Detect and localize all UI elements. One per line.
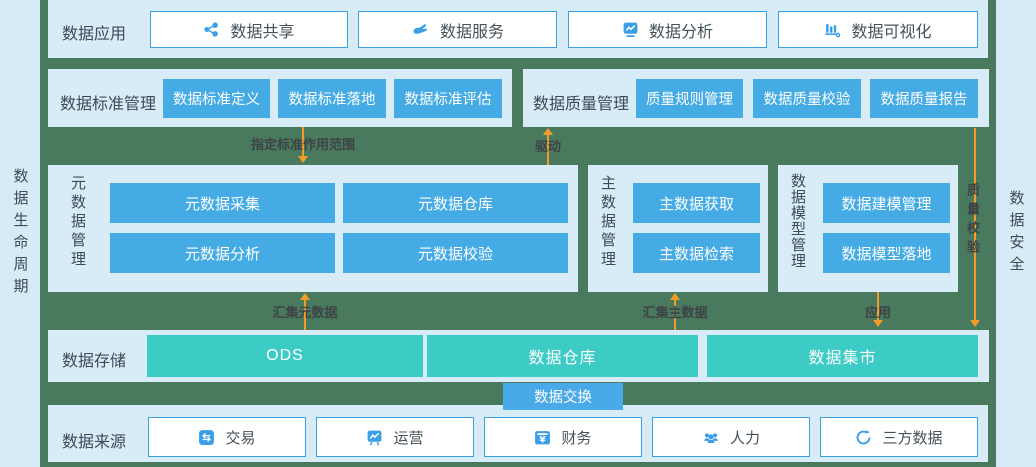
masterdata-management-label: 主数据管理 (599, 175, 616, 270)
datamodel-management-label: 数据模型管理 (789, 173, 806, 269)
finance-source-button[interactable]: ¥ 财务 (484, 417, 642, 457)
collect-masterdata-annotation: 汇集主数据 (642, 305, 708, 320)
collect-metadata-arrow-up (300, 293, 310, 300)
quality-check-line (974, 128, 976, 320)
data-analysis-button[interactable]: 数据分析 (568, 11, 767, 48)
data-service-button[interactable]: 数据服务 (358, 11, 557, 48)
finance-icon: ¥ (534, 429, 551, 446)
transaction-source-button[interactable]: 交易 (148, 417, 306, 457)
bar-chart-icon (824, 21, 841, 38)
data-application-row: 数据应用 数据共享 数据服务 数据分析 数据可视化 (48, 0, 988, 58)
collect-metadata-line (304, 300, 306, 330)
quality-report-button[interactable]: 数据质量报告 (870, 79, 978, 118)
metadata-warehouse-button[interactable]: 元数据仓库 (343, 183, 568, 223)
operations-label: 运营 (393, 429, 424, 447)
quality-rule-button[interactable]: 质量规则管理 (636, 79, 743, 118)
metadata-management-label: 元数据管理 (69, 175, 86, 270)
hr-label: 人力 (729, 429, 760, 447)
drive-line (547, 135, 549, 165)
masterdata-management-panel: 主数据管理 主数据获取 主数据检索 (588, 165, 768, 292)
data-standard-row: 数据标准管理 数据标准定义 数据标准落地 数据标准评估 (48, 69, 512, 127)
quality-check-arrow-down (970, 320, 980, 327)
apply-arrow-down (873, 320, 883, 327)
standard-implement-button[interactable]: 数据标准落地 (278, 79, 386, 118)
collect-masterdata-line (674, 300, 676, 330)
data-visualization-button[interactable]: 数据可视化 (778, 11, 978, 48)
standard-define-button[interactable]: 数据标准定义 (163, 79, 270, 118)
datamodel-build-button[interactable]: 数据建模管理 (823, 183, 950, 223)
data-visualization-label: 数据可视化 (851, 23, 932, 41)
standard-scope-line (302, 127, 304, 157)
data-warehouse-button[interactable]: 数据仓库 (427, 335, 698, 377)
svg-text:¥: ¥ (540, 435, 547, 445)
data-source-label: 数据来源 (62, 434, 127, 451)
data-standard-label: 数据标准管理 (60, 96, 157, 113)
share-icon (203, 21, 220, 38)
data-quality-row: 数据质量管理 质量规则管理 数据质量校验 数据质量报告 (523, 69, 989, 127)
standard-scope-arrow-down (298, 156, 308, 163)
standard-evaluate-button[interactable]: 数据标准评估 (394, 79, 502, 118)
data-analysis-label: 数据分析 (648, 23, 713, 41)
thirdparty-label: 三方数据 (882, 429, 943, 447)
line-chart-icon (622, 21, 639, 38)
data-quality-label: 数据质量管理 (533, 96, 630, 113)
data-security-label: 数据安全 (1007, 189, 1025, 278)
ods-button[interactable]: ODS (147, 335, 423, 377)
data-service-label: 数据服务 (439, 23, 504, 41)
refresh-icon (855, 429, 872, 446)
thirdparty-source-button[interactable]: 三方数据 (820, 417, 978, 457)
transaction-label: 交易 (225, 429, 256, 447)
people-icon (702, 429, 720, 446)
apply-annotation: 应用 (864, 305, 891, 320)
data-storage-label: 数据存储 (62, 353, 127, 370)
drive-arrow-up (543, 128, 553, 135)
quality-check-button[interactable]: 数据质量校验 (753, 79, 861, 118)
data-source-row: 数据来源 交易 运营 ¥ 财务 人力 (48, 405, 988, 462)
quality-check-annotation: 质量校验 (965, 183, 980, 259)
operations-source-button[interactable]: 运营 (316, 417, 474, 457)
collect-masterdata-arrow-up (670, 293, 680, 300)
metadata-verify-button[interactable]: 元数据校验 (343, 233, 568, 273)
drive-annotation: 驱动 (534, 139, 561, 154)
data-storage-row: 数据存储 ODS 数据仓库 数据集市 (48, 330, 989, 382)
collect-metadata-annotation: 汇集元数据 (272, 305, 338, 320)
data-sharing-button[interactable]: 数据共享 (150, 11, 348, 48)
security-strip: 数据安全 (996, 0, 1036, 467)
standard-scope-annotation: 指定标准作用范围 (250, 137, 355, 152)
service-hand-icon (411, 21, 430, 38)
data-application-label: 数据应用 (62, 26, 127, 43)
hr-source-button[interactable]: 人力 (652, 417, 810, 457)
data-exchange-badge: 数据交换 (503, 383, 623, 410)
operations-icon (366, 429, 383, 446)
metadata-analysis-button[interactable]: 元数据分析 (110, 233, 335, 273)
metadata-management-panel: 元数据管理 元数据采集 元数据仓库 元数据分析 元数据校验 (48, 165, 578, 292)
lifecycle-strip: 数据生命周期 (0, 0, 40, 467)
datamodel-implement-button[interactable]: 数据模型落地 (823, 233, 950, 273)
data-mart-button[interactable]: 数据集市 (707, 335, 978, 377)
finance-label: 财务 (561, 429, 592, 447)
masterdata-search-button[interactable]: 主数据检索 (633, 233, 760, 273)
apply-line (877, 292, 879, 320)
masterdata-acquire-button[interactable]: 主数据获取 (633, 183, 760, 223)
data-lifecycle-label: 数据生命周期 (11, 167, 29, 300)
data-sharing-label: 数据共享 (230, 23, 295, 41)
metadata-collect-button[interactable]: 元数据采集 (110, 183, 335, 223)
datamodel-management-panel: 数据模型管理 数据建模管理 数据模型落地 (778, 165, 958, 292)
transfer-icon (198, 429, 215, 446)
